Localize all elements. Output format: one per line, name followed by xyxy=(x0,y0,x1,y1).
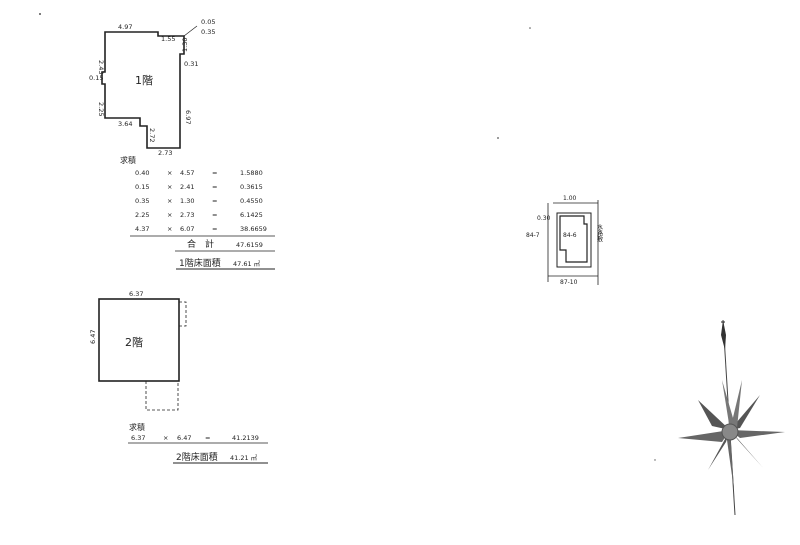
svg-text:2.73: 2.73 xyxy=(180,211,194,219)
svg-text:1.30: 1.30 xyxy=(180,197,194,205)
lot-84-6-boundary xyxy=(556,212,592,268)
svg-text:=: = xyxy=(212,197,217,205)
svg-text:=: = xyxy=(212,169,217,177)
svg-text:2.41: 2.41 xyxy=(180,183,194,191)
calc-row: 0.15 × 2.41 = 0.3615 xyxy=(135,183,263,191)
svg-text:4.57: 4.57 xyxy=(180,169,194,177)
floor1-dim-right-upper: 1.30 xyxy=(181,38,189,52)
svg-text:1.5880: 1.5880 xyxy=(240,169,263,177)
floor2-projection-bottom xyxy=(145,381,179,411)
floor1-dim-left-upper: 2.43 xyxy=(97,60,105,74)
floor2-outline xyxy=(98,298,180,382)
floor1-dim-right-lower: 6.97 xyxy=(184,110,192,124)
svg-text:=: = xyxy=(205,434,210,442)
lot-bottom-label: 87-10 xyxy=(560,279,578,286)
svg-text:×: × xyxy=(167,197,172,205)
location-dim-left: 0.30 xyxy=(537,215,551,222)
location-dim-top: 1.00 xyxy=(563,195,577,202)
floor1-area-label: 1階床面積 xyxy=(179,257,221,269)
svg-text:×: × xyxy=(167,225,172,233)
floor1-total-label: 合 計 xyxy=(187,238,214,250)
svg-text:6.07: 6.07 xyxy=(180,225,194,233)
calc-row: 4.37 × 6.07 = 38.6659 xyxy=(135,225,267,233)
floor1-dim-corner-b: 0.35 xyxy=(201,28,215,36)
floor1-label: 1階 xyxy=(135,73,153,87)
floor1-dim-bottom-left: 3.64 xyxy=(118,120,132,128)
waterway-label: 水路敷 xyxy=(596,223,603,243)
svg-text:0.40: 0.40 xyxy=(135,169,149,177)
svg-text:2.25: 2.25 xyxy=(135,211,149,219)
floor2-projection-top xyxy=(179,301,187,327)
svg-text:41.2139: 41.2139 xyxy=(232,434,259,442)
svg-text:0.15: 0.15 xyxy=(135,183,149,191)
floor1-dim-left-jog: 0.15 xyxy=(89,74,103,82)
svg-text:4.37: 4.37 xyxy=(135,225,149,233)
floor1-outline xyxy=(101,31,185,149)
floor1-dim-top-step: 1.55 xyxy=(161,35,175,43)
calc-row: 6.37 × 6.47 = 41.2139 xyxy=(131,434,259,442)
svg-text:0.4550: 0.4550 xyxy=(240,197,263,205)
floor1-dim-right-jog: 0.31 xyxy=(184,60,198,68)
floor2-area-value: 41.21 ㎡ xyxy=(230,453,258,462)
svg-text:6.37: 6.37 xyxy=(131,434,145,442)
svg-text:×: × xyxy=(167,211,172,219)
floor1-total-value: 47.6159 xyxy=(236,241,263,249)
floor2-label: 2階 xyxy=(125,335,143,349)
floor1-dim-corner-a: 0.05 xyxy=(201,18,215,26)
floor2-calc-header: 求積 xyxy=(129,422,145,432)
building-footprint xyxy=(559,215,588,263)
svg-text:0.3615: 0.3615 xyxy=(240,183,263,191)
floor1-calc-header: 求積 xyxy=(120,155,136,165)
calc-row: 0.35 × 1.30 = 0.4550 xyxy=(135,197,263,205)
svg-text:6.1425: 6.1425 xyxy=(240,211,263,219)
svg-text:×: × xyxy=(163,434,168,442)
floor1-dim-left-lower: 2.25 xyxy=(97,102,105,116)
lot-main-label: 84-6 xyxy=(563,232,577,239)
floor2-plan: 2階 6.37 6.47 求積 6.37 × 6.47 = 41.2139 2階… xyxy=(89,290,268,464)
location-map: 1.00 0.30 84-7 84-6 87-10 水路敷 xyxy=(526,195,603,286)
svg-text:38.6659: 38.6659 xyxy=(240,225,267,233)
svg-text:×: × xyxy=(167,183,172,191)
svg-text:=: = xyxy=(212,211,217,219)
svg-text:6.47: 6.47 xyxy=(177,434,191,442)
svg-text:=: = xyxy=(212,225,217,233)
floor2-dim-top: 6.37 xyxy=(129,290,143,298)
floor1-dim-top: 4.97 xyxy=(118,23,132,31)
north-compass-rose-icon xyxy=(678,319,785,516)
calc-row: 2.25 × 2.73 = 6.1425 xyxy=(135,211,263,219)
floor1-area-value: 47.61 ㎡ xyxy=(233,259,261,268)
floor1-calc-table: 0.40 × 4.57 = 1.5880 0.15 × 2.41 = 0.361… xyxy=(135,169,267,233)
scan-specks xyxy=(39,13,656,461)
floor1-plan: 1階 4.97 1.55 0.05 0.35 1.30 0.31 6.97 2.… xyxy=(89,18,275,270)
floor2-dim-left: 6.47 xyxy=(89,330,97,344)
floor1-dim-bottom-right: 2.73 xyxy=(158,149,172,157)
svg-text:=: = xyxy=(212,183,217,191)
floor2-area-label: 2階床面積 xyxy=(176,451,218,463)
floor1-dim-bottom-step: 2.72 xyxy=(148,128,156,142)
floor1-corner-leader xyxy=(183,25,198,37)
lot-left-label: 84-7 xyxy=(526,232,540,239)
svg-text:0.35: 0.35 xyxy=(135,197,149,205)
calc-row: 0.40 × 4.57 = 1.5880 xyxy=(135,169,263,177)
svg-text:×: × xyxy=(167,169,172,177)
